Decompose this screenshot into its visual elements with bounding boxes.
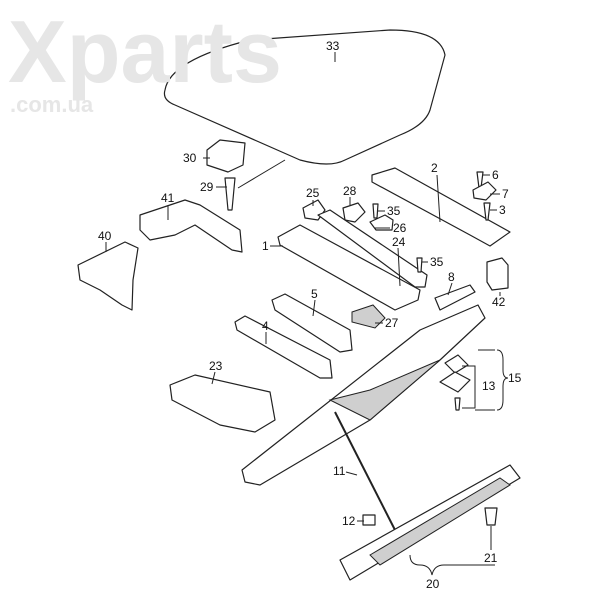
- part-42-bracket[interactable]: [486, 257, 509, 291]
- label-35b: 35: [430, 255, 444, 269]
- floor-panel-shading: [328, 359, 441, 421]
- label-28: 28: [343, 184, 357, 198]
- part-33-floor-cover[interactable]: [163, 29, 446, 165]
- label-3: 3: [499, 203, 506, 217]
- part-8-handle[interactable]: [434, 284, 476, 311]
- part-28-clip[interactable]: [342, 202, 366, 223]
- label-29: 29: [200, 180, 214, 194]
- watermark-domain: .com.ua: [10, 92, 94, 117]
- label-27: 27: [385, 316, 399, 330]
- label-35a: 35: [387, 204, 401, 218]
- part-1-panel[interactable]: [277, 224, 421, 311]
- label-26: 26: [393, 221, 407, 235]
- label-7: 7: [502, 187, 509, 201]
- label-4: 4: [262, 319, 269, 333]
- part-5-trim[interactable]: [271, 293, 353, 353]
- label-23: 23: [209, 359, 223, 373]
- callout-labels: 33 30 29 41 40 25 28 2 6 7 3 35 26 1 24 …: [98, 39, 522, 591]
- part-35-screw-b[interactable]: [416, 257, 423, 273]
- part-7-clip[interactable]: [472, 181, 497, 201]
- part-26-clip[interactable]: [369, 214, 394, 231]
- leader-lines: [105, 157, 509, 576]
- part-30-box[interactable]: [206, 139, 246, 173]
- part-4-trim[interactable]: [234, 315, 333, 379]
- part-41-bracket[interactable]: [139, 199, 243, 253]
- part-29-pin[interactable]: [224, 177, 236, 211]
- label-24: 24: [392, 235, 406, 249]
- part-13-screw[interactable]: [454, 397, 461, 411]
- part-13-cap[interactable]: [439, 371, 471, 393]
- watermark: Xparts: [8, 2, 282, 101]
- label-5: 5: [311, 287, 318, 301]
- label-40: 40: [98, 229, 112, 243]
- part-21-clip[interactable]: [484, 507, 498, 526]
- part-27-pad[interactable]: [351, 304, 386, 329]
- label-1: 1: [262, 239, 269, 253]
- label-2: 2: [431, 161, 438, 175]
- label-8: 8: [448, 270, 455, 284]
- part-11-support-rod[interactable]: [334, 411, 396, 531]
- label-6: 6: [492, 168, 499, 182]
- part-23-foam-tray[interactable]: [169, 374, 276, 433]
- part-3-screw[interactable]: [483, 202, 491, 221]
- part-13-cover[interactable]: [444, 354, 469, 374]
- part-35-screw-a[interactable]: [372, 203, 379, 219]
- part-40-bracket[interactable]: [77, 241, 139, 311]
- part-2-rail[interactable]: [371, 167, 511, 247]
- label-12: 12: [342, 514, 356, 528]
- label-41: 41: [161, 191, 175, 205]
- label-20: 20: [426, 577, 440, 591]
- label-15: 15: [508, 371, 522, 385]
- label-25: 25: [306, 186, 320, 200]
- label-13: 13: [482, 379, 496, 393]
- part-24-strip[interactable]: [317, 209, 428, 288]
- label-33: 33: [326, 39, 340, 53]
- label-42: 42: [492, 295, 506, 309]
- label-30: 30: [183, 151, 197, 165]
- sill-trim-shading: [369, 477, 511, 566]
- label-21: 21: [484, 551, 498, 565]
- part-12-buffer[interactable]: [362, 514, 376, 526]
- label-11: 11: [333, 464, 346, 478]
